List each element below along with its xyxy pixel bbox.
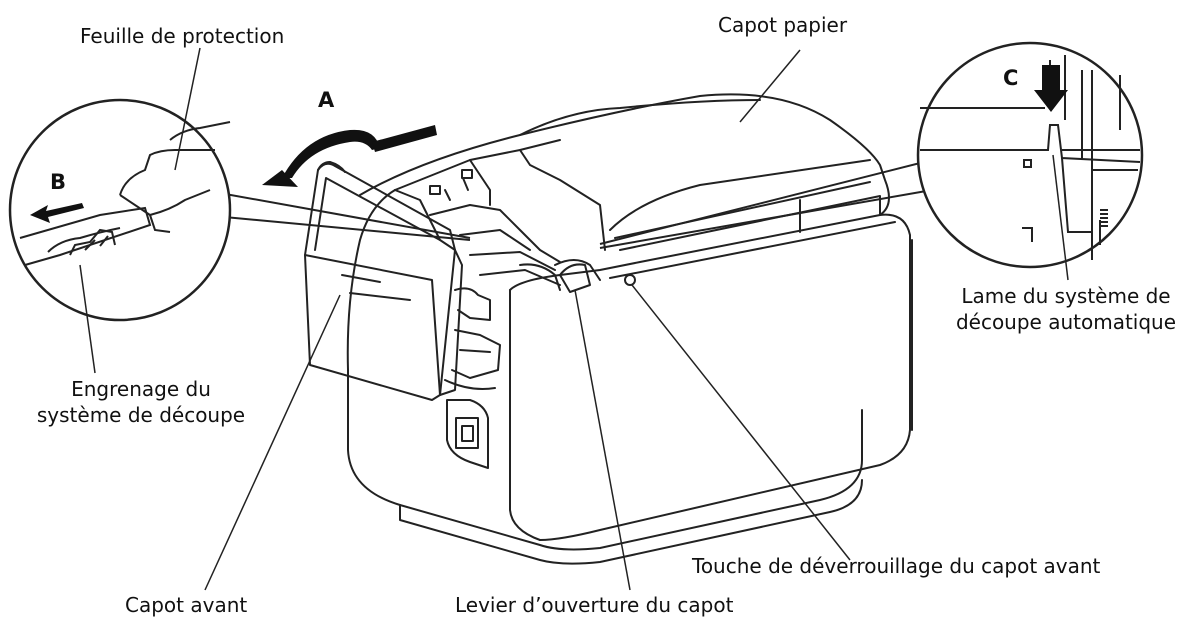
label-engrenage-line2: système de découpe [36, 403, 246, 427]
letter-a: A [318, 88, 335, 112]
label-levier: Levier d’ouverture du capot [455, 593, 734, 617]
leader-touche [631, 284, 851, 561]
zoom-circle-right [599, 41, 1144, 269]
label-capot-papier: Capot papier [718, 13, 848, 37]
arrow-a [262, 125, 437, 187]
front-cover [304, 161, 501, 401]
label-touche: Touche de déverrouillage du capot avant [692, 554, 1101, 578]
letter-c: C [1003, 66, 1019, 90]
label-capot-avant: Capot avant [125, 593, 248, 617]
leader-feuille [174, 47, 201, 171]
label-engrenage: Engrenage du système de découpe [10, 376, 272, 428]
leader-lame [1052, 154, 1069, 281]
leader-levier [574, 289, 631, 591]
label-lame: Lame du système de découpe automatique [937, 283, 1195, 335]
printer-body [346, 93, 913, 565]
letter-b: B [50, 170, 67, 194]
label-feuille-de-protection: Feuille de protection [80, 24, 285, 48]
leader-engrenage [79, 264, 96, 374]
leader-lines [79, 47, 1069, 591]
label-lame-line1: Lame du système de [961, 284, 1171, 308]
leader-capot-papier [739, 49, 801, 123]
label-lame-line2: découpe automatique [955, 310, 1177, 334]
leader-capot-avant [204, 294, 341, 591]
label-engrenage-line1: Engrenage du [71, 377, 211, 401]
zoom-circle-left [8, 98, 471, 322]
